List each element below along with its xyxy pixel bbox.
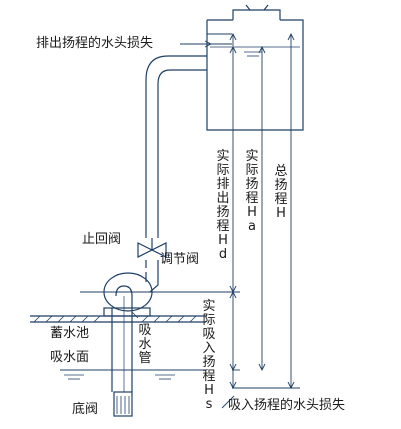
discharge-loss-label: 排出扬程的水头损失 — [36, 36, 154, 51]
water-surface-symbol — [60, 369, 206, 380]
actual-head-label: 实际扬程Ha — [245, 149, 259, 234]
suction-pipe-label: 吸水管 — [138, 323, 152, 366]
actual-discharge-head-label: 实际排出扬程Hd — [216, 149, 230, 262]
foot-valve-label: 底阀 — [72, 402, 99, 417]
actual-suction-head-label: 实际吸入扬程Hs — [202, 299, 216, 412]
suction-surface-label: 吸水面 — [50, 350, 90, 365]
suction-pipe — [111, 285, 139, 392]
upper-tank — [206, 4, 304, 131]
reservoir-label: 蓄水池 — [50, 326, 90, 341]
reference-lines — [80, 33, 300, 389]
foot-valve — [113, 391, 133, 417]
suction-loss-label: 吸入扬程的水头损失 — [228, 398, 346, 413]
regulating-valve-label: 调节阀 — [160, 252, 200, 267]
regulating-valve-symbol — [137, 238, 167, 268]
discharge-pipe — [145, 55, 207, 238]
reservoir-slab — [30, 315, 206, 323]
total-head-label: 总扬程H — [274, 164, 288, 221]
dimension-lines — [186, 32, 295, 409]
check-valve-label: 止回阀 — [82, 232, 122, 247]
